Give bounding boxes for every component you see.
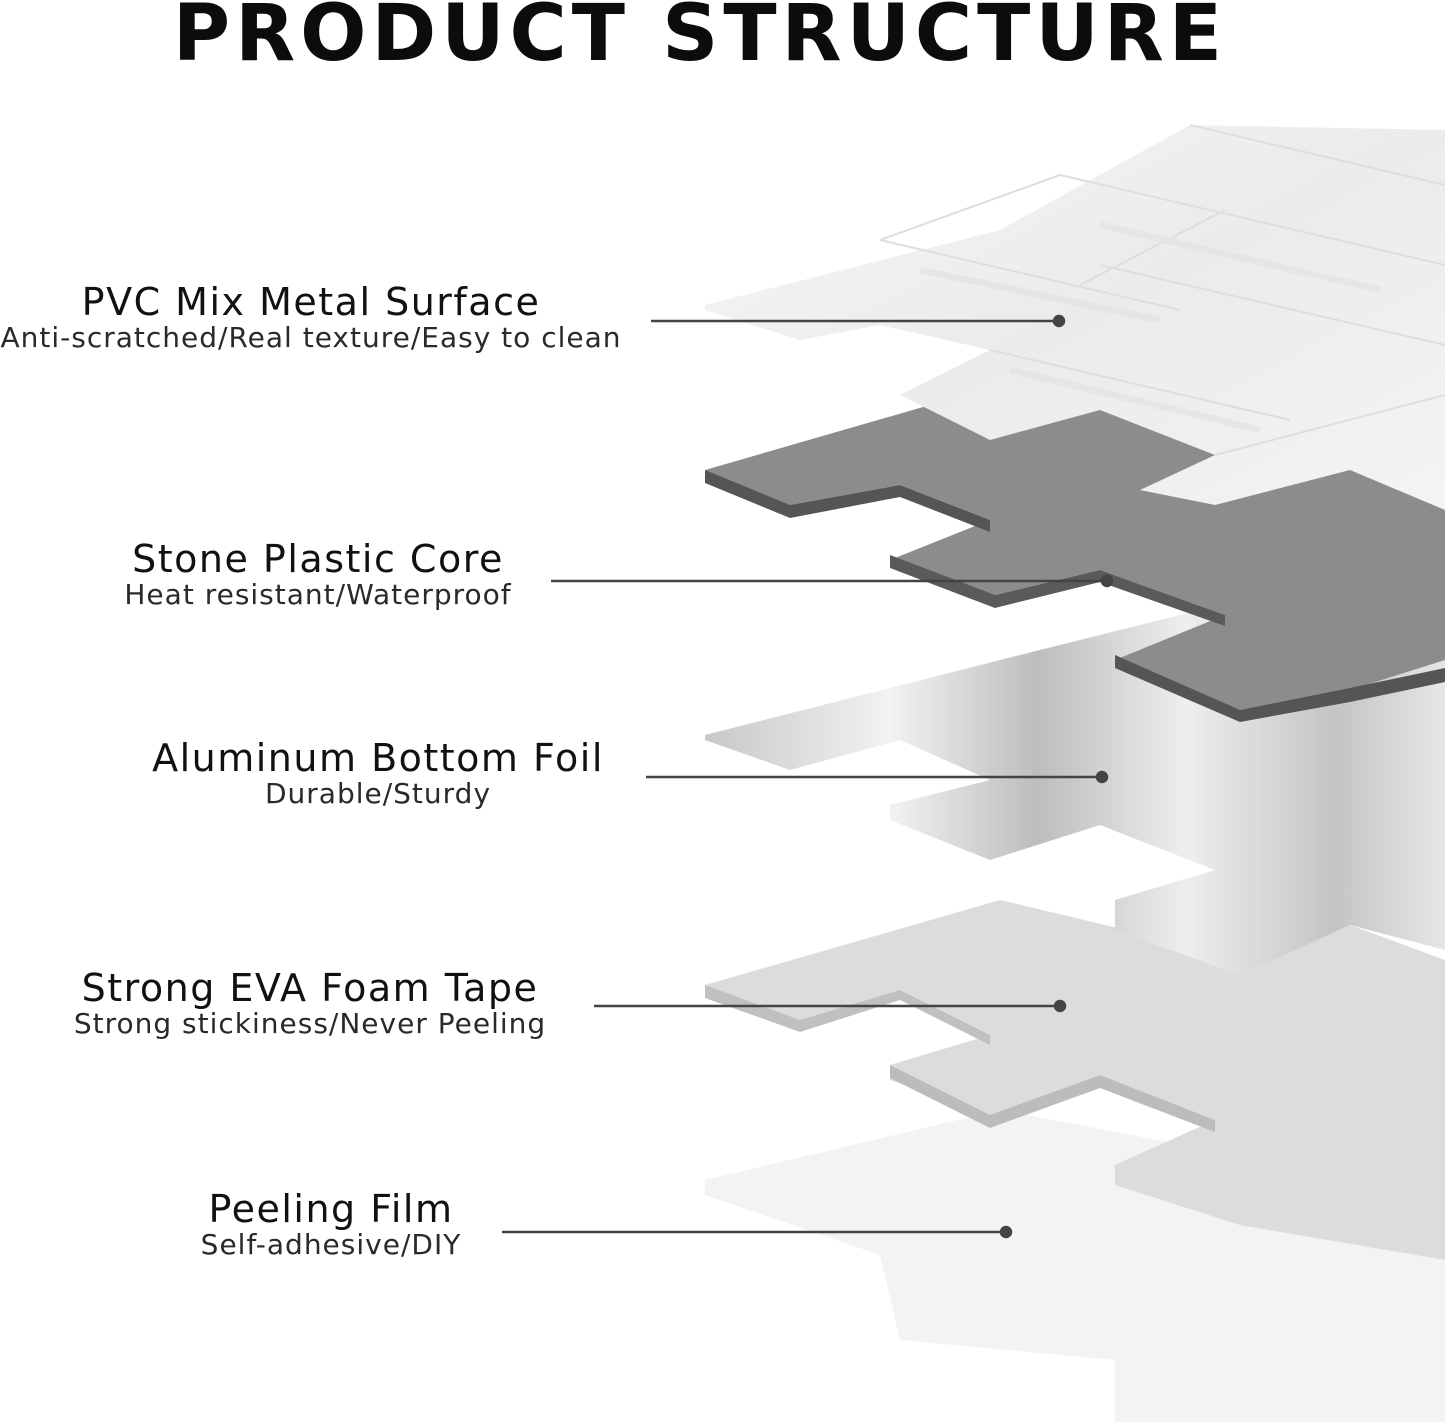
layer-name: Peeling Film <box>208 1187 454 1231</box>
layer-name: Stone Plastic Core <box>132 537 504 581</box>
label-peeling-film: Peeling Film Self-adhesive/DIY <box>195 1189 467 1261</box>
layer-name: Aluminum Bottom Foil <box>152 736 604 780</box>
label-stone-core: Stone Plastic Core Heat resistant/Waterp… <box>118 539 518 611</box>
layer-desc: Self-adhesive/DIY <box>200 1228 462 1261</box>
label-eva-foam: Strong EVA Foam Tape Strong stickiness/N… <box>70 968 550 1040</box>
layer-desc: Anti-scratched/Real texture/Easy to clea… <box>0 321 622 354</box>
label-aluminum-foil: Aluminum Bottom Foil Durable/Sturdy <box>150 738 606 810</box>
layer-desc: Durable/Sturdy <box>264 777 492 810</box>
page-title: PRODUCT STRUCTURE <box>172 0 1228 79</box>
layer-desc: Strong stickiness/Never Peeling <box>73 1007 547 1040</box>
layer-name: Strong EVA Foam Tape <box>81 966 539 1010</box>
layer-name: PVC Mix Metal Surface <box>81 280 541 324</box>
leader-lines <box>502 314 1114 1239</box>
pvc-surface-layer <box>705 124 1445 510</box>
layer-desc: Heat resistant/Waterproof <box>124 578 512 611</box>
eva-foam-layer <box>705 900 1445 1260</box>
label-pvc-surface: PVC Mix Metal Surface Anti-scratched/Rea… <box>0 282 622 354</box>
